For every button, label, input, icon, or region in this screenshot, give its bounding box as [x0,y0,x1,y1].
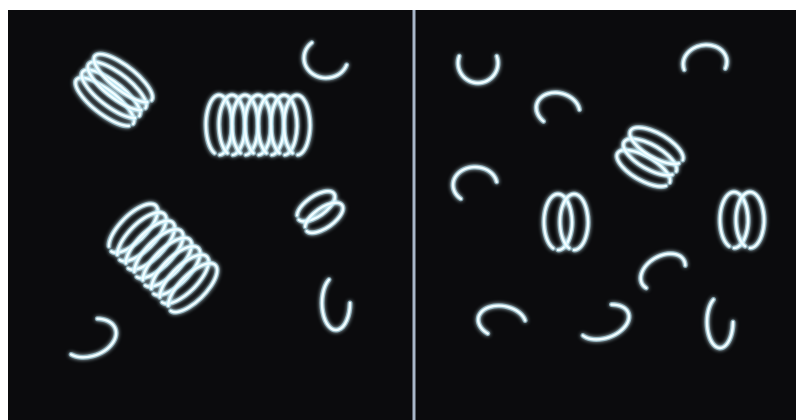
left-panel [8,10,410,420]
right-panel [418,10,796,420]
